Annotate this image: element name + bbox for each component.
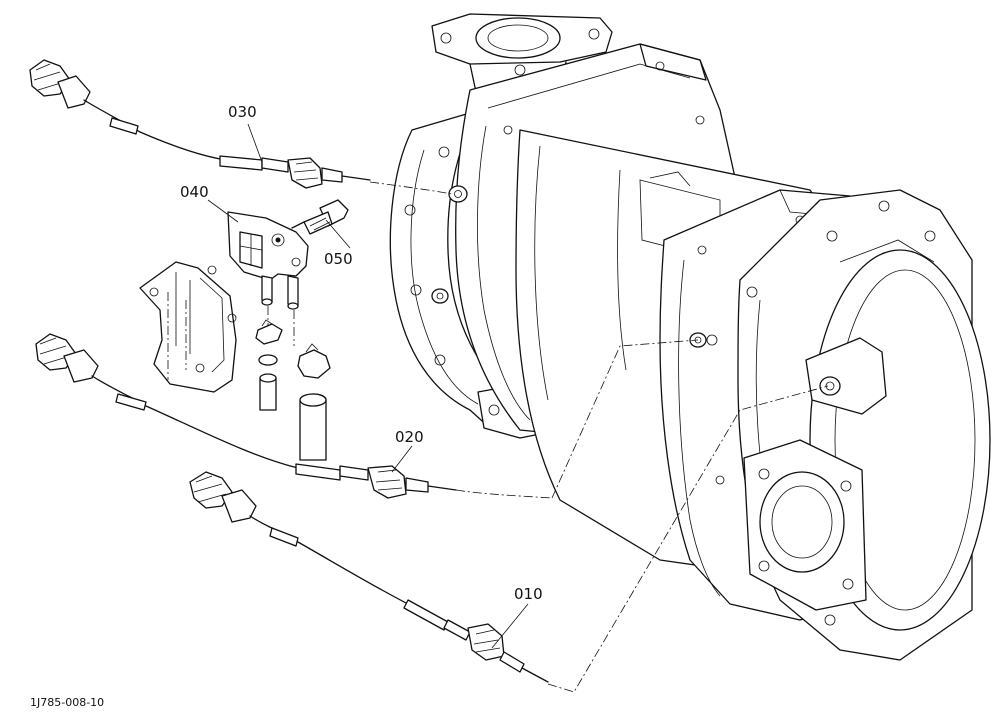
callout-050: 050 [324,250,353,268]
callout-030: 030 [228,103,257,121]
temperature-sensor-020 [35,333,699,499]
pressure-sensor-040 [227,211,309,310]
callout-020: 020 [395,428,424,446]
callout-leaders [207,123,529,649]
callout-040: 040 [180,183,209,201]
temperature-sensor-030 [29,59,453,195]
exhaust-aftertreatment-assembly [389,13,991,661]
temperature-sensor-010 [189,385,829,693]
callout-010: 010 [514,585,543,603]
bolt-050 [291,199,349,235]
figure-reference: 1J785-008-10 [30,696,104,709]
mounting-bracket [139,261,237,393]
hose-and-clamps [255,306,331,461]
